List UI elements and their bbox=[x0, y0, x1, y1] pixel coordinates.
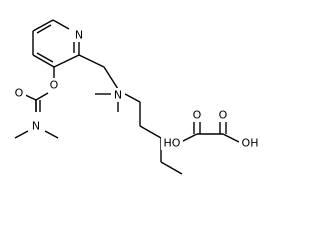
oxalic-oh-label: OH bbox=[242, 137, 259, 150]
carbonyl-oxygen-label: O bbox=[15, 87, 24, 100]
oxalic-ho-label: HO bbox=[164, 137, 181, 150]
oxalic-oxygen-right-label: O bbox=[219, 109, 228, 122]
carbamate-nitrogen-label: N bbox=[32, 120, 40, 133]
pyridine-nitrogen-label: N bbox=[75, 29, 83, 42]
chemical-structure: N O O N N HO O O OH bbox=[12, 19, 261, 175]
amine-nitrogen-label: N bbox=[114, 89, 122, 102]
pyridine-ring-bonds bbox=[32, 19, 80, 68]
oxalic-acid-bonds bbox=[180, 118, 240, 143]
amine-chain-bonds bbox=[78, 54, 183, 175]
oxalic-oxygen-left-label: O bbox=[193, 109, 202, 122]
ester-oxygen-label: O bbox=[50, 79, 59, 92]
atom-labels: N O O N N HO O O OH bbox=[12, 28, 261, 150]
